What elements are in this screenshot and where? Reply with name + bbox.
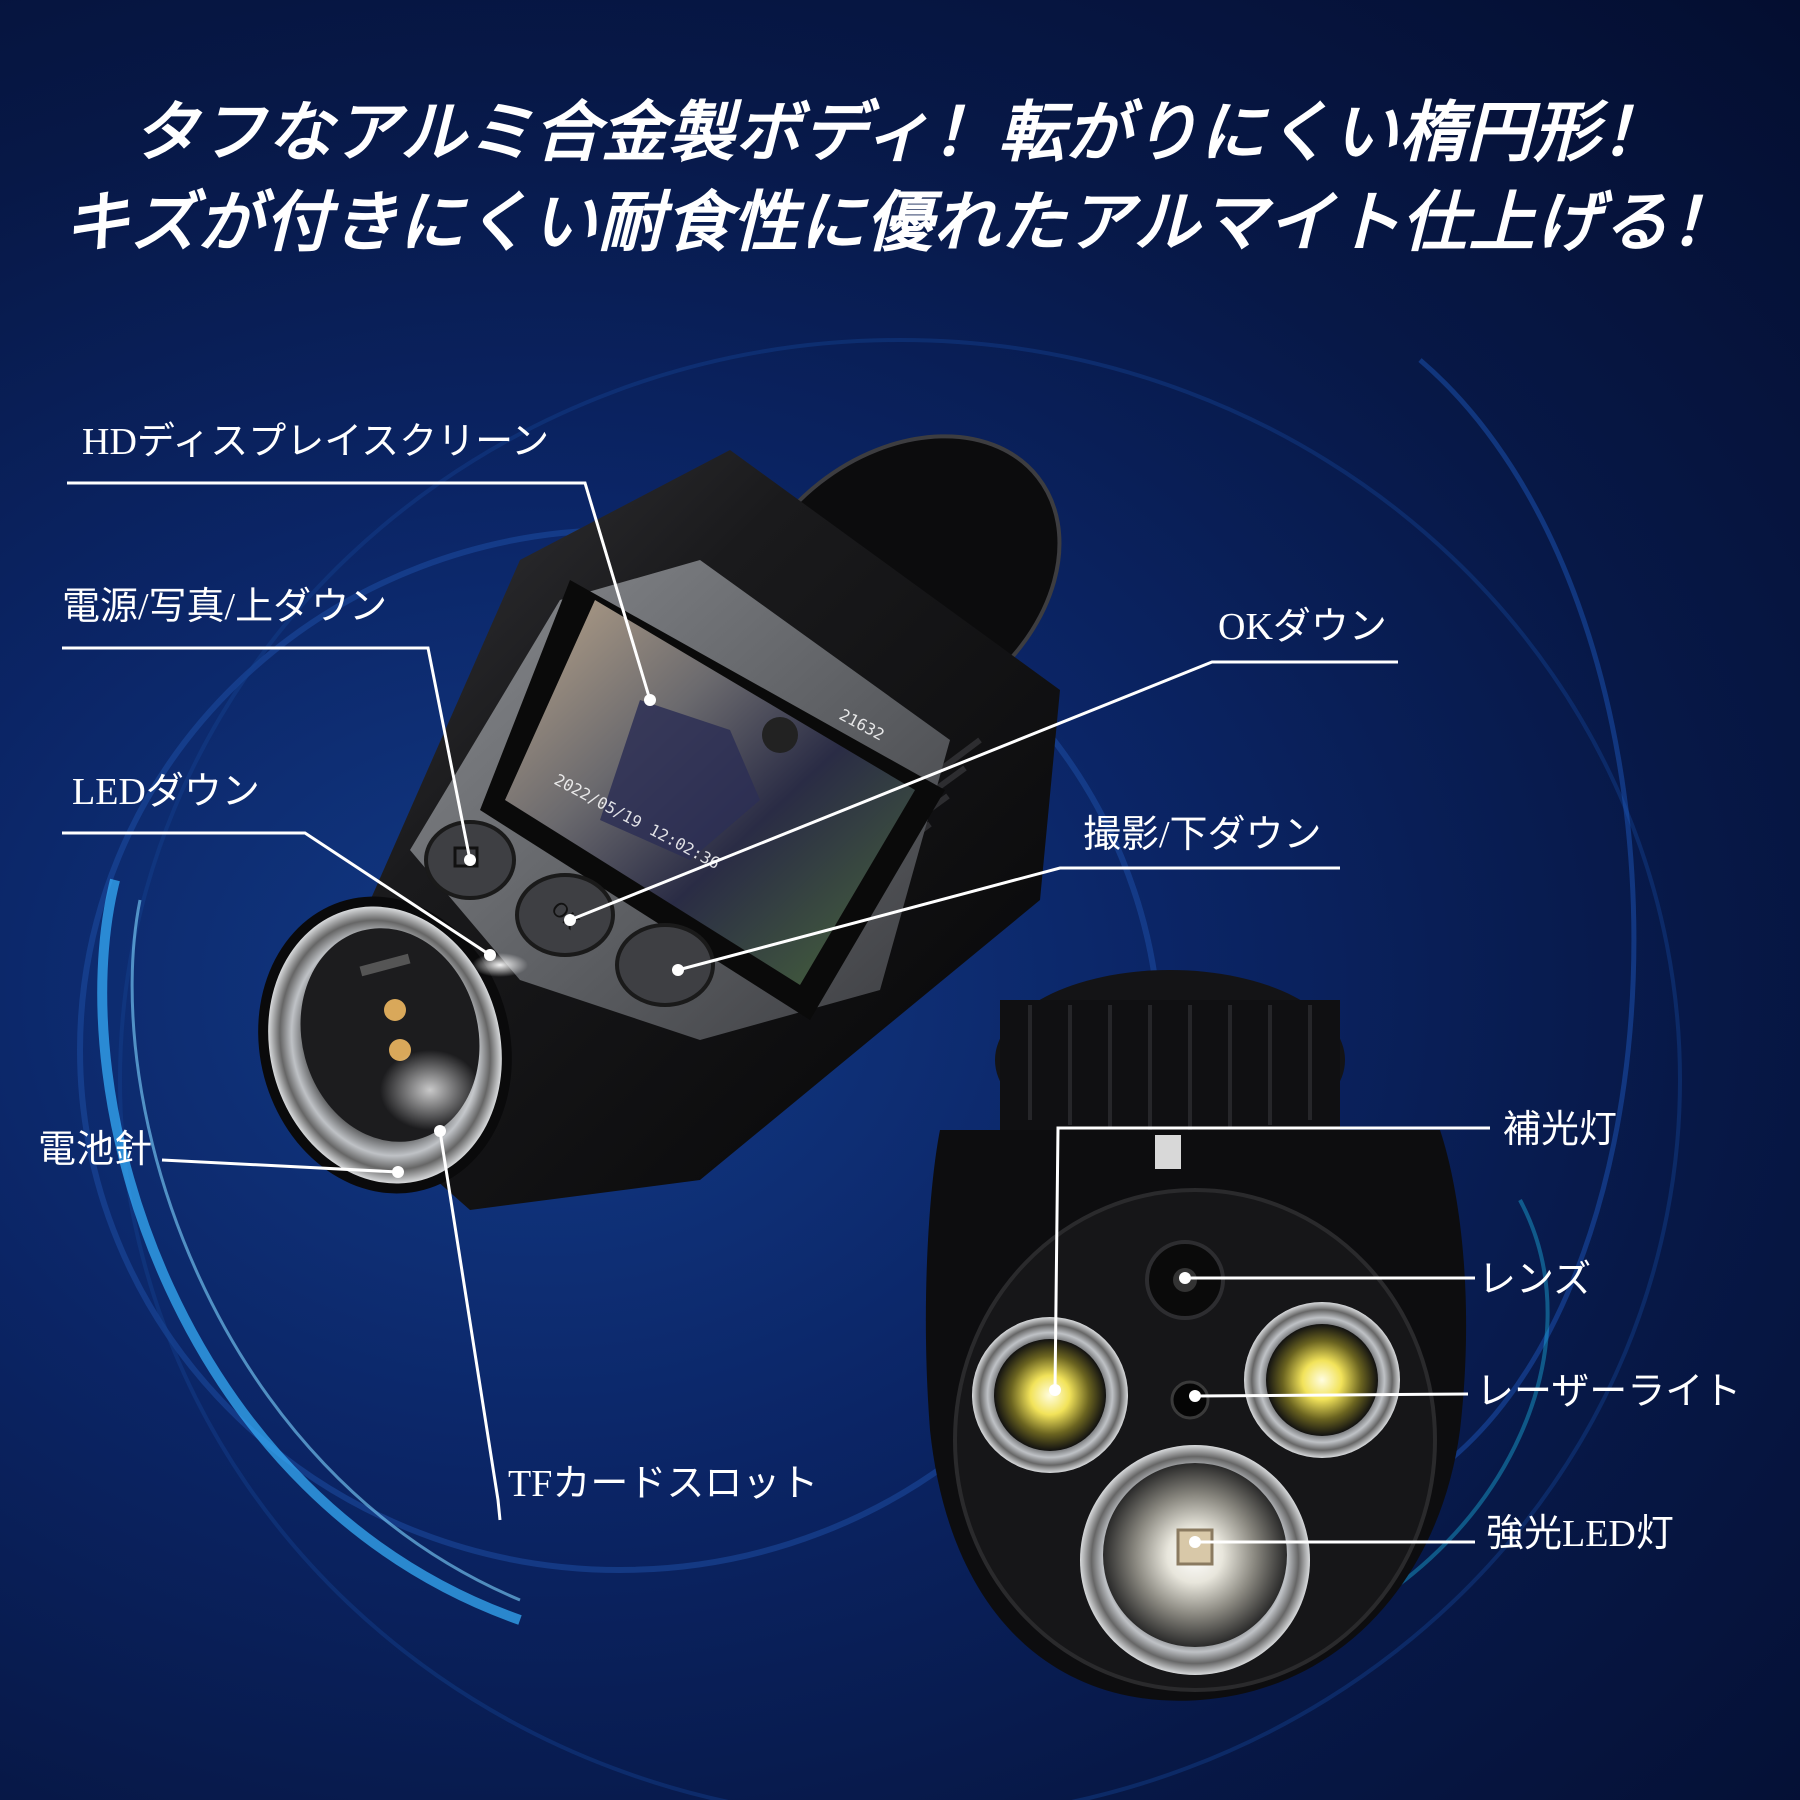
ok-button[interactable]: OK (515, 873, 615, 957)
label-hd-display: HDディスプレイスクリーン (82, 421, 550, 463)
laser-light (1170, 1380, 1210, 1420)
label-laser: レーザーライト (1476, 1371, 1742, 1413)
label-battery-pin: 電池針 (38, 1129, 153, 1171)
led-indicator (472, 953, 528, 977)
label-tf-slot: TFカードスロット (508, 1463, 819, 1505)
label-ok-button: OKダウン (1218, 606, 1387, 648)
label-led-button: LEDダウン (72, 771, 260, 813)
callout-dots (392, 694, 1201, 1548)
label-strong-led: 強光LED灯 (1486, 1513, 1674, 1555)
headline: タフなアルミ合金製ボディ！転がりにくい楕円形！ キズが付きにくい耐食性に優れたア… (0, 88, 1800, 268)
headline-line-2: キズが付きにくい耐食性に優れたアルマイト仕上げる！ (63, 184, 1737, 261)
label-shoot-button: 撮影/下ダウン (1083, 814, 1322, 856)
label-power-button: 電源/写真/上ダウン (62, 586, 388, 628)
battery-pin-1 (384, 999, 406, 1021)
camera-body-side: OK (258, 434, 1062, 1210)
headline-line-1: タフなアルミ合金製ボディ！転がりにくい楕円形！ (132, 94, 1668, 171)
camera-front (925, 970, 1467, 1701)
label-lens: レンズ (1478, 1259, 1592, 1301)
callout-lines (62, 481, 1490, 1544)
label-fill-light: 補光灯 (1503, 1109, 1618, 1151)
shoot-button[interactable] (615, 923, 715, 1007)
